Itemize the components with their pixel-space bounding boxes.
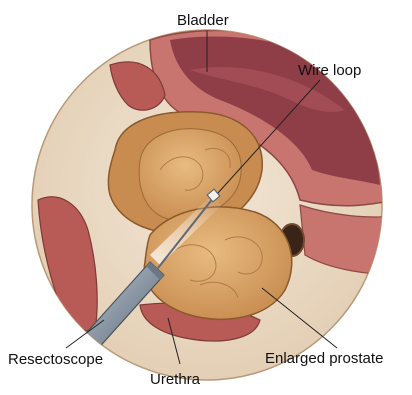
label-urethra: Urethra	[150, 372, 200, 387]
label-enlarged-prostate: Enlarged prostate	[265, 351, 383, 366]
label-wire-loop: Wire loop	[298, 63, 361, 78]
prostate-lower-lobe	[144, 207, 292, 319]
label-bladder: Bladder	[177, 13, 229, 28]
label-resectoscope: Resectoscope	[8, 352, 103, 367]
